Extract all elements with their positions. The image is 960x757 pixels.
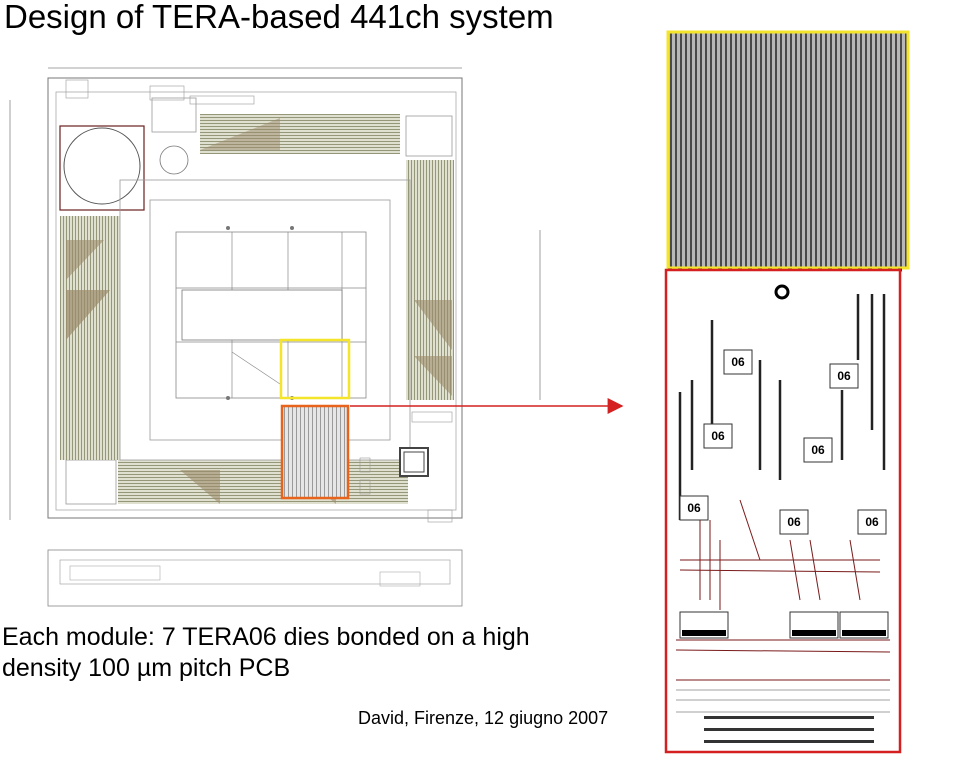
pcb-layout-drawing (9, 67, 541, 607)
chip-label: 06 (711, 429, 725, 443)
sensor-strip-array (666, 30, 910, 272)
chip-label: 06 (731, 355, 745, 369)
chip-label: 06 (837, 369, 851, 383)
orange-highlight-box (280, 404, 350, 500)
chip-label: 06 (787, 515, 801, 529)
slide-title: Design of TERA-based 441ch system (4, 0, 554, 35)
caption: Each module: 7 TERA06 dies bonded on a h… (2, 622, 622, 684)
chip-label: 06 (811, 443, 825, 457)
footer-author-date: David, Firenze, 12 giugno 2007 (358, 708, 609, 728)
caption-line-2: density 100 µm pitch PCB (2, 654, 291, 682)
module-pcb-routing: 06 06 06 06 06 06 06 (664, 268, 902, 754)
caption-line-1: Each module: 7 TERA06 dies bonded on a h… (2, 623, 530, 651)
alignment-mark (774, 284, 790, 300)
yellow-sensor-frame (666, 30, 910, 270)
yellow-highlight-box (279, 338, 351, 400)
chip-label: 06 (687, 501, 701, 515)
chip-label: 06 (865, 515, 879, 529)
